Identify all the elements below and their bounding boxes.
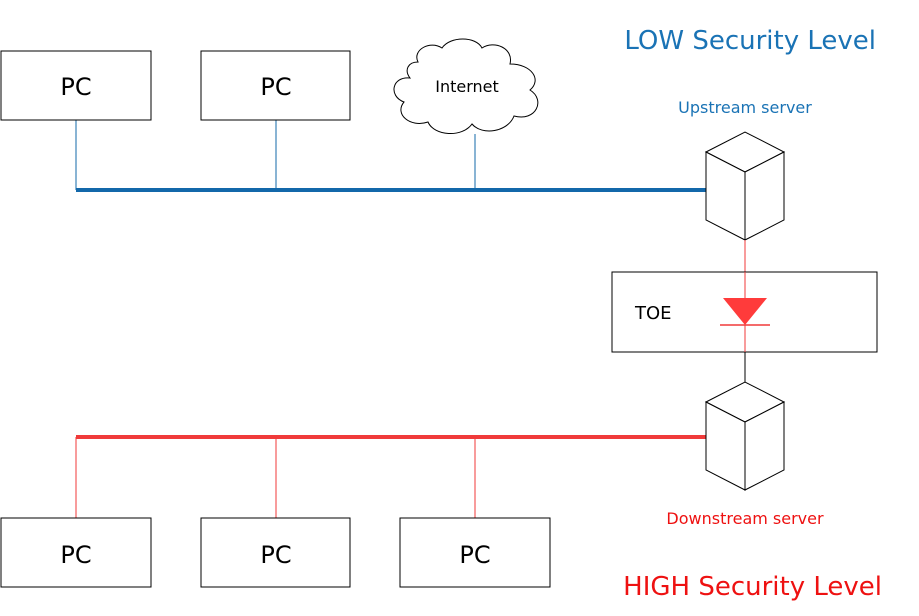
pc-label: PC xyxy=(60,541,91,569)
internet-cloud-icon: Internet xyxy=(393,38,539,134)
downstream-server-icon xyxy=(704,381,786,491)
low-security-heading: LOW Security Level xyxy=(624,26,876,56)
upstream-server-icon xyxy=(704,131,786,241)
downstream-server-label: Downstream server xyxy=(666,509,824,528)
pc-bottom-3: PC xyxy=(399,517,551,588)
pc-bottom-1: PC xyxy=(0,517,152,588)
pc-top-1: PC xyxy=(0,50,152,121)
pc-top-2: PC xyxy=(200,50,351,121)
toe-label: TOE xyxy=(634,303,672,324)
pc-label: PC xyxy=(260,541,291,569)
pc-label: PC xyxy=(459,541,490,569)
toe-box: TOE xyxy=(611,271,878,353)
pc-label: PC xyxy=(60,73,91,101)
internet-label: Internet xyxy=(435,77,499,96)
high-security-heading: HIGH Security Level xyxy=(623,572,882,602)
pc-bottom-2: PC xyxy=(200,517,351,588)
upstream-server-label: Upstream server xyxy=(678,98,812,117)
data-diode-icon xyxy=(720,298,770,326)
pc-label: PC xyxy=(260,73,291,101)
